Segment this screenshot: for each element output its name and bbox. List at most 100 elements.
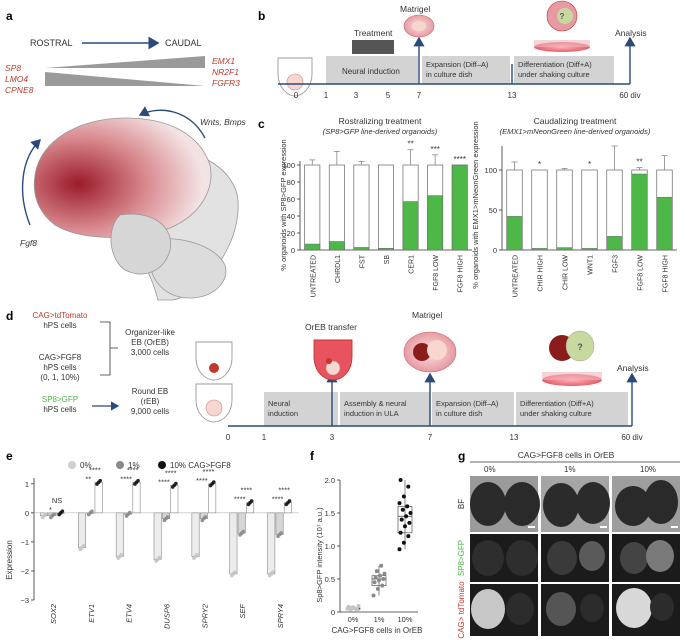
g-col-2: 10% <box>640 465 656 474</box>
e-bar-3-2 <box>170 484 179 514</box>
e-dot-5-2-2 <box>249 499 254 503</box>
c-left-cat-3: SB <box>384 255 391 265</box>
e-cat-2: ETV4 <box>125 604 134 623</box>
e-sig-bottom-6: **** <box>272 495 284 504</box>
c-left-cat-4: CER1 <box>409 255 416 274</box>
c-left-bar-total-0 <box>304 164 321 251</box>
cortex-shape <box>33 117 212 238</box>
f-dot-0-9 <box>348 607 353 612</box>
c-left-sig-6: **** <box>453 155 465 164</box>
c-left-bar-4 <box>402 201 419 251</box>
c-right-title: Caudalizing treatment <box>534 116 617 126</box>
f-xlabel: CAG>FGF8 cells in OrEB <box>332 626 423 635</box>
panel-c-label: c <box>258 117 265 131</box>
e-dot-4-0-2 <box>195 552 199 557</box>
c-left-ytick-label-1: 20 <box>287 229 295 238</box>
c-left-sig-4: ** <box>407 140 413 149</box>
f-box-2 <box>397 506 413 534</box>
e-ytick-label-2: −1 <box>20 538 29 547</box>
panel-f-label: f <box>310 449 315 463</box>
gfp-1-blob-a <box>547 541 577 575</box>
c-left-bar-total-2 <box>353 164 370 251</box>
f-dot-1-1 <box>375 586 380 591</box>
bf-2-oreb <box>615 486 651 526</box>
tomato-1-blob <box>546 592 576 626</box>
e-bar-6-0 <box>267 512 276 575</box>
scale-bar-2 <box>671 526 678 528</box>
f-dot-1-3 <box>372 580 377 585</box>
oreb-line2: EB (OrEB) <box>131 338 169 347</box>
fgf8-label: Fgf8 <box>20 238 37 248</box>
f-dot-2-0 <box>397 547 402 552</box>
c-left-bar-total-3 <box>378 164 394 251</box>
e-sig-top-2: **** <box>127 465 139 474</box>
panel-e: e 0% 1% 10% CAG>FGF8 Expression −3−2−101… <box>5 449 299 629</box>
gene-cpne8: CPNE8 <box>5 85 34 95</box>
c-right-cat-6: FGF8 HIGH <box>663 255 670 292</box>
f-dot-2-7 <box>404 514 409 519</box>
c-right-cat-1: CHIR HIGH <box>538 255 545 292</box>
sp8-line2: hPS cells <box>43 405 76 414</box>
e-dot-3-0-2 <box>157 555 162 560</box>
tick-d-13: 13 <box>510 433 519 442</box>
question-d: ? <box>577 342 583 352</box>
tomato-line2: hPS cells <box>43 321 76 330</box>
f-xtick-1: 1% <box>374 615 385 624</box>
c-right-bar-4 <box>606 236 623 251</box>
oreb-line3: 3,000 cells <box>131 348 169 357</box>
f-dot-1-8 <box>382 571 387 576</box>
e-sig-top-5: **** <box>241 486 253 495</box>
g-col-0: 0% <box>484 465 496 474</box>
gfp-1-blob-b <box>579 541 605 571</box>
matrigel-label-d: Matrigel <box>412 310 442 320</box>
g-col-1: 1% <box>564 465 576 474</box>
e-dot-3-2-2 <box>174 481 178 486</box>
c-right-bar-1 <box>531 248 548 251</box>
tomato-0-blob <box>471 589 505 629</box>
e-sig-top-3: **** <box>165 468 177 477</box>
stage-neural-label: Neural induction <box>342 67 400 76</box>
f-dot-2-9 <box>400 507 405 512</box>
f-dot-1-6 <box>373 575 378 580</box>
e-cat-3: DUSP6 <box>163 603 172 629</box>
panel-f: f Sp8>GFP intensity (10⁷ a.u.) CAG>FGF8 … <box>310 449 422 635</box>
oreb-icon <box>209 363 219 373</box>
reb-line3: 9,000 cells <box>131 407 169 416</box>
e-sig-bottom-0: * <box>49 505 52 514</box>
e-dot-6-0-2 <box>271 570 275 574</box>
f-dot-2-11 <box>397 501 402 506</box>
rostral-label: ROSTRAL <box>30 38 73 48</box>
legend-2-label: 10% CAG>FGF8 <box>170 461 231 470</box>
tick-b-3: 3 <box>354 91 359 100</box>
transfer-well <box>313 339 353 381</box>
tick-d-0: 0 <box>226 433 231 442</box>
bf-0-reb <box>504 482 540 526</box>
c-left-bar-5 <box>427 195 444 251</box>
c-left-cat-0: UNTREATED <box>310 255 317 297</box>
tomato-2-blob-dim <box>650 593 674 621</box>
f-dot-2-5 <box>407 520 412 525</box>
e-cat-6: SPRY4 <box>276 604 285 628</box>
e-ytick-label-4: 1 <box>25 480 29 489</box>
oreb-transfer-label: OrEB transfer <box>305 322 357 332</box>
e-sig-bottom-5: **** <box>234 495 246 504</box>
e-bar-2-2 <box>132 482 141 514</box>
c-left-bar-2 <box>353 247 370 251</box>
f-ytick-label-1: 0.5 <box>325 575 335 584</box>
c-right-bar-5 <box>631 173 648 251</box>
f-dot-2-1 <box>401 540 406 545</box>
eb-icon <box>286 73 304 91</box>
e-dot-5-1-2 <box>241 529 246 534</box>
e-dot-1-2-2 <box>98 478 103 483</box>
legend-1-marker <box>116 461 124 469</box>
e-bar-1-2 <box>94 482 103 514</box>
c-left-bar-6 <box>451 164 468 251</box>
gradient-wedge-bottom <box>45 72 205 86</box>
panel-b: b Treatment Neural induction Expansion (… <box>258 0 647 100</box>
oreb-line1: Organizer-like <box>125 328 175 337</box>
c-left-title: Rostralizing treatment <box>339 116 422 126</box>
e-dot-4-2-2 <box>211 480 216 484</box>
c-right-cat-5: FGF8 LOW <box>638 255 645 291</box>
